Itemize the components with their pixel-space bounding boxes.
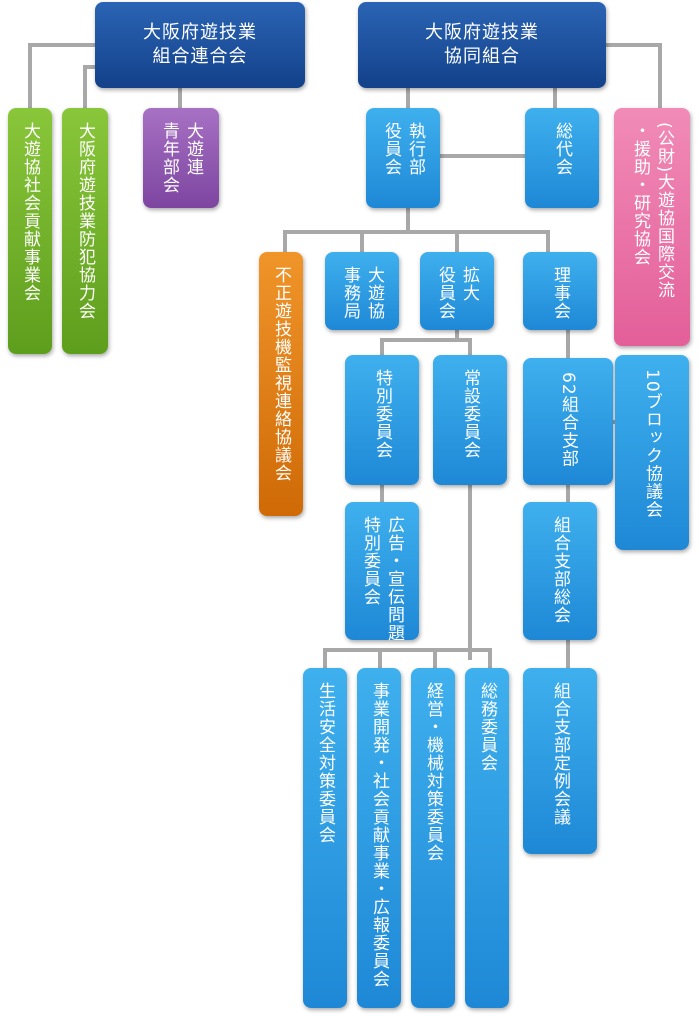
management-committee-box: 経営・機械対策委員会 [411, 668, 455, 1008]
branch-general-box: 組合支部総会 [523, 502, 597, 640]
pr-committee-box: 広告・宣伝問題 特別委員会 [345, 502, 419, 642]
standing-committee-box: 常設委員会 [433, 355, 507, 485]
cooperative-line2: 協同組合 [444, 46, 520, 67]
general-affairs-label: 総務委員会 [477, 682, 497, 772]
board-label: 理事会 [550, 266, 570, 320]
branch-general-label: 組合支部総会 [550, 516, 570, 624]
management-committee-label: 経営・機械対策委員会 [423, 682, 443, 862]
federation-box: 大阪府遊技業 組合連合会 [95, 2, 305, 88]
special-committee-label: 特別委員会 [372, 369, 392, 459]
safety-committee-label: 生活安全対策委員会 [315, 682, 335, 844]
general-assembly-box: 総代会 [525, 108, 599, 208]
board-box: 理事会 [523, 252, 597, 330]
branches-box: 62組合支部 [523, 358, 613, 485]
crime-prevention-box: 大阪府遊技業防犯協力会 [62, 108, 108, 354]
crime-prevention-label: 大阪府遊技業防犯協力会 [75, 122, 95, 320]
pr-committee-label: 広告・宣伝問題 特別委員会 [360, 516, 404, 642]
international-assoc-label: (公財)大遊協国際交流 ・援助・研究協会 [630, 122, 674, 300]
federation-line1: 大阪府遊技業 [143, 22, 257, 43]
general-affairs-box: 総務委員会 [465, 668, 509, 1008]
fraud-liaison-label: 不正遊技機監視連絡協議会 [271, 266, 291, 482]
expanded-board-label: 拡大 役員会 [435, 266, 479, 320]
branch-regular-label: 組合支部定例会議 [550, 682, 570, 826]
general-assembly-label: 総代会 [552, 122, 572, 176]
branch-regular-box: 組合支部定例会議 [523, 668, 597, 854]
youth-division-box: 大遊連 青年部会 [143, 108, 219, 208]
secretariat-label: 大遊協 事務局 [340, 266, 384, 320]
standing-committee-label: 常設委員会 [460, 369, 480, 459]
block-council-label: 10ブロック協議会 [642, 369, 662, 519]
youth-division-label: 大遊連 青年部会 [159, 122, 203, 194]
block-council-box: 10ブロック協議会 [615, 355, 689, 550]
cooperative-box: 大阪府遊技業 協同組合 [358, 2, 606, 88]
branches-label: 62組合支部 [558, 372, 578, 468]
executive-board-label: 執行部 役員会 [381, 122, 425, 176]
federation-line2: 組合連合会 [152, 46, 248, 67]
international-assoc-box: (公財)大遊協国際交流 ・援助・研究協会 [614, 108, 690, 346]
safety-committee-box: 生活安全対策委員会 [303, 668, 347, 1008]
secretariat-box: 大遊協 事務局 [325, 252, 399, 330]
expanded-board-box: 拡大 役員会 [420, 252, 494, 330]
fraud-liaison-box: 不正遊技機監視連絡協議会 [259, 252, 303, 516]
cooperative-line1: 大阪府遊技業 [425, 22, 539, 43]
social-contribution-label: 大遊協社会貢献事業会 [20, 122, 40, 302]
social-contribution-box: 大遊協社会貢献事業会 [8, 108, 52, 354]
special-committee-box: 特別委員会 [345, 355, 419, 485]
business-committee-label: 事業開発・社会貢献事業・広報委員会 [369, 682, 389, 988]
business-committee-box: 事業開発・社会貢献事業・広報委員会 [357, 668, 401, 1008]
executive-board-box: 執行部 役員会 [366, 108, 440, 208]
